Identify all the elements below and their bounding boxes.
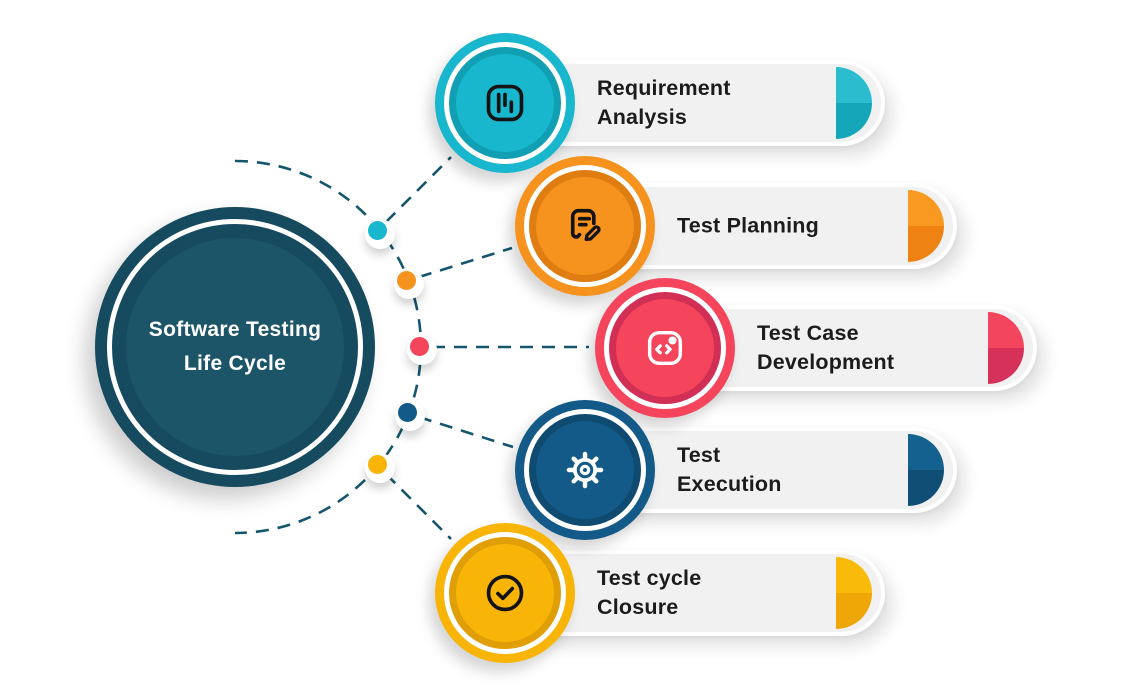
code-file-icon <box>647 330 683 366</box>
stage-circle-test-planning <box>515 156 655 296</box>
connector-line-2 <box>418 246 513 279</box>
main-circle-ring: Software Testing Life Cycle <box>107 219 363 475</box>
stage-label-line2: Closure <box>597 595 679 619</box>
connector-dot <box>407 335 437 365</box>
stage-circle-test-case-development <box>595 278 735 418</box>
stage-label-line1: Test Case <box>757 320 859 345</box>
cap-half-disc <box>836 67 872 139</box>
stage-label-line1: Requirement <box>597 75 731 100</box>
note-edit-icon <box>570 208 601 242</box>
cap-half-disc <box>836 557 872 629</box>
cap-half-disc <box>908 434 944 506</box>
main-title-line1: Software Testing <box>148 317 322 341</box>
check-circle-icon <box>486 574 524 612</box>
main-title-line2: Life Cycle <box>183 352 287 375</box>
gear-icon <box>566 451 604 489</box>
connector-line-5 <box>385 473 452 540</box>
cap-half-disc <box>908 190 944 262</box>
stage-circle-test-cycle-closure <box>435 523 575 663</box>
stage-label-line2: Development <box>757 350 895 374</box>
connector-dot <box>365 219 395 249</box>
stage-label-line2: Analysis <box>597 105 688 129</box>
connector-line-1 <box>385 156 452 223</box>
connector-line-4 <box>418 415 514 449</box>
stage-label-line1: Test <box>677 442 721 467</box>
main-circle: Software Testing Life Cycle <box>95 207 375 487</box>
bar-chart-icon <box>486 84 524 122</box>
stage-label-line1: Test cycle <box>597 565 702 590</box>
stage-label-line1: Test Planning <box>677 213 819 238</box>
connector-dot <box>365 453 395 483</box>
stage-label-line2: Execution <box>677 472 782 496</box>
stage-circle-requirement-analysis <box>435 33 575 173</box>
connector-dot <box>395 401 425 431</box>
connector-dot <box>394 269 424 299</box>
cap-half-disc <box>988 312 1024 384</box>
stage-circle-test-execution <box>515 400 655 540</box>
